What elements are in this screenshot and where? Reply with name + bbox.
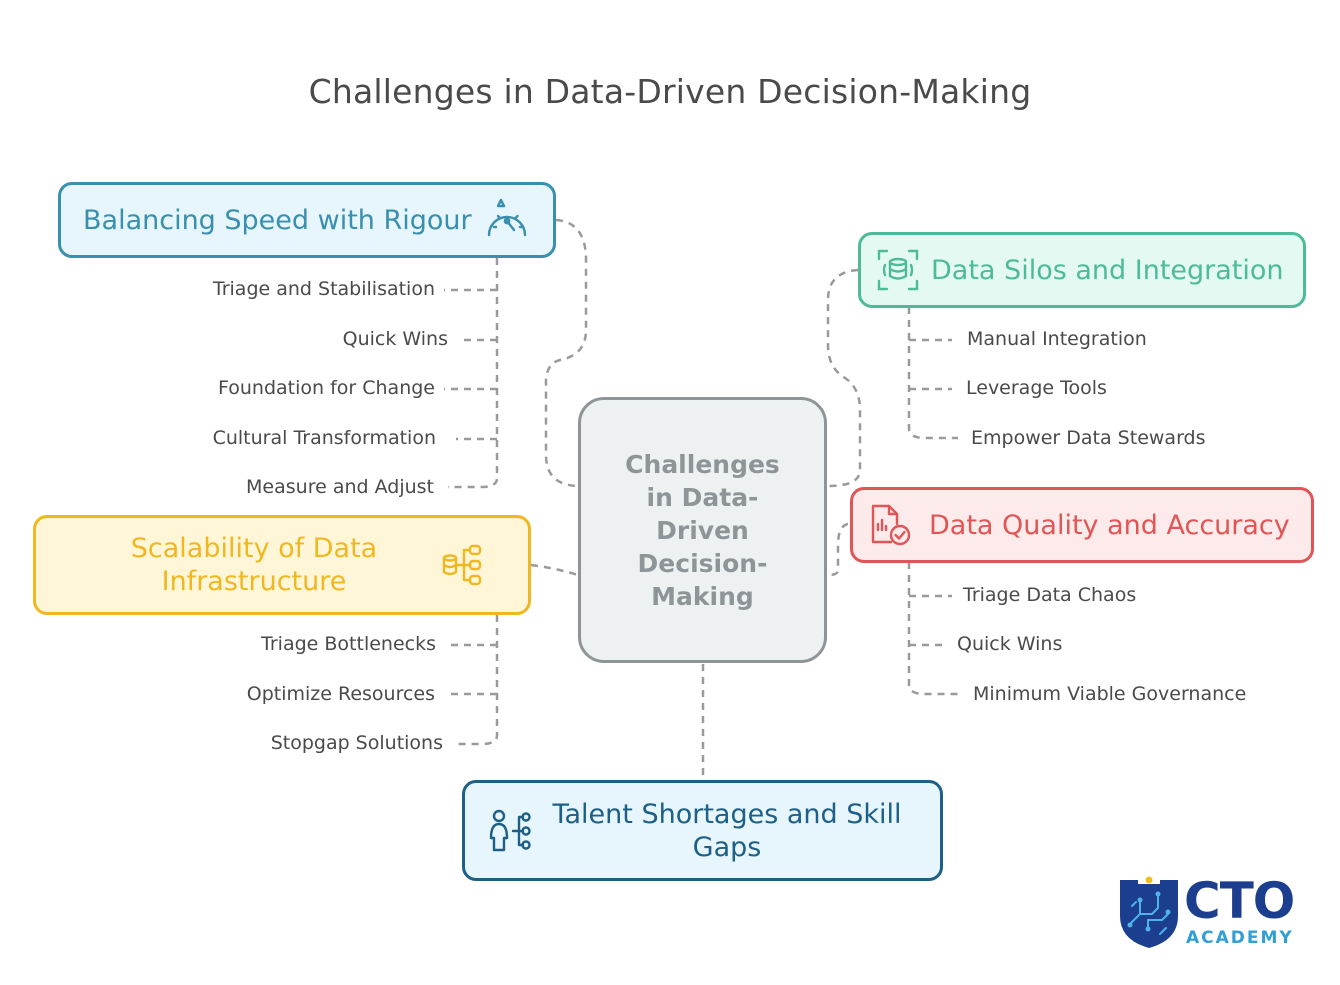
branch-speed: Balancing Speed with Rigour — [58, 182, 556, 258]
quality-item-3: Minimum Viable Governance — [973, 683, 1247, 705]
branch-talent: Talent Shortages and Skill Gaps — [462, 780, 943, 881]
link-silos-center — [826, 268, 862, 488]
logo-name: CTO — [1184, 872, 1295, 930]
quality-item-2: Quick Wins — [957, 633, 1063, 655]
speedometer-icon — [487, 198, 526, 237]
branch-silos: Data Silos and Integration — [858, 232, 1306, 308]
link-speed-center — [544, 218, 588, 488]
branch-scalability: Scalability of Data Infrastructure — [33, 515, 531, 615]
link-quality-items — [907, 562, 960, 696]
person-network-icon — [489, 809, 531, 851]
center-node: Challenges in Data-Driven Decision-Makin… — [578, 397, 827, 663]
cto-academy-logo: CTO ACADEMY — [1118, 872, 1314, 952]
document-check-icon — [871, 504, 911, 546]
speed-item-4: Cultural Transformation — [212, 427, 436, 449]
branch-silos-label: Data Silos and Integration — [931, 254, 1284, 286]
logo-sub: ACADEMY — [1186, 928, 1294, 948]
speed-item-2: Quick Wins — [342, 328, 448, 350]
link-speed-items — [448, 258, 499, 489]
link-scal-items — [458, 615, 499, 746]
speed-item-1: Triage and Stabilisation — [212, 278, 435, 300]
link-quality-center — [827, 522, 849, 577]
speed-item-3: Foundation for Change — [217, 377, 435, 399]
branch-scalability-label: Scalability of Data Infrastructure — [130, 533, 378, 597]
branch-talent-label: Talent Shortages and Skill Gaps — [552, 798, 902, 863]
silos-item-2: Leverage Tools — [966, 377, 1107, 399]
link-scal-center — [530, 563, 579, 577]
silos-item-3: Empower Data Stewards — [971, 427, 1206, 449]
scalability-item-2: Optimize Resources — [246, 683, 435, 705]
branch-quality: Data Quality and Accuracy — [850, 487, 1314, 563]
scalability-item-3: Stopgap Solutions — [270, 732, 443, 754]
database-scan-icon — [877, 249, 919, 291]
branch-quality-label: Data Quality and Accuracy — [929, 509, 1290, 541]
shield-circuit-icon — [1120, 876, 1178, 948]
speed-item-5: Measure and Adjust — [246, 476, 434, 498]
link-silos-items — [907, 307, 958, 440]
branch-speed-label: Balancing Speed with Rigour — [83, 204, 472, 236]
database-network-icon — [442, 544, 482, 586]
page-title: Challenges in Data-Driven Decision-Makin… — [308, 72, 1032, 111]
center-label: Challenges in Data-Driven Decision-Makin… — [625, 449, 780, 611]
quality-item-1: Triage Data Chaos — [963, 584, 1137, 606]
scalability-item-1: Triage Bottlenecks — [261, 633, 436, 655]
silos-item-1: Manual Integration — [967, 328, 1147, 350]
